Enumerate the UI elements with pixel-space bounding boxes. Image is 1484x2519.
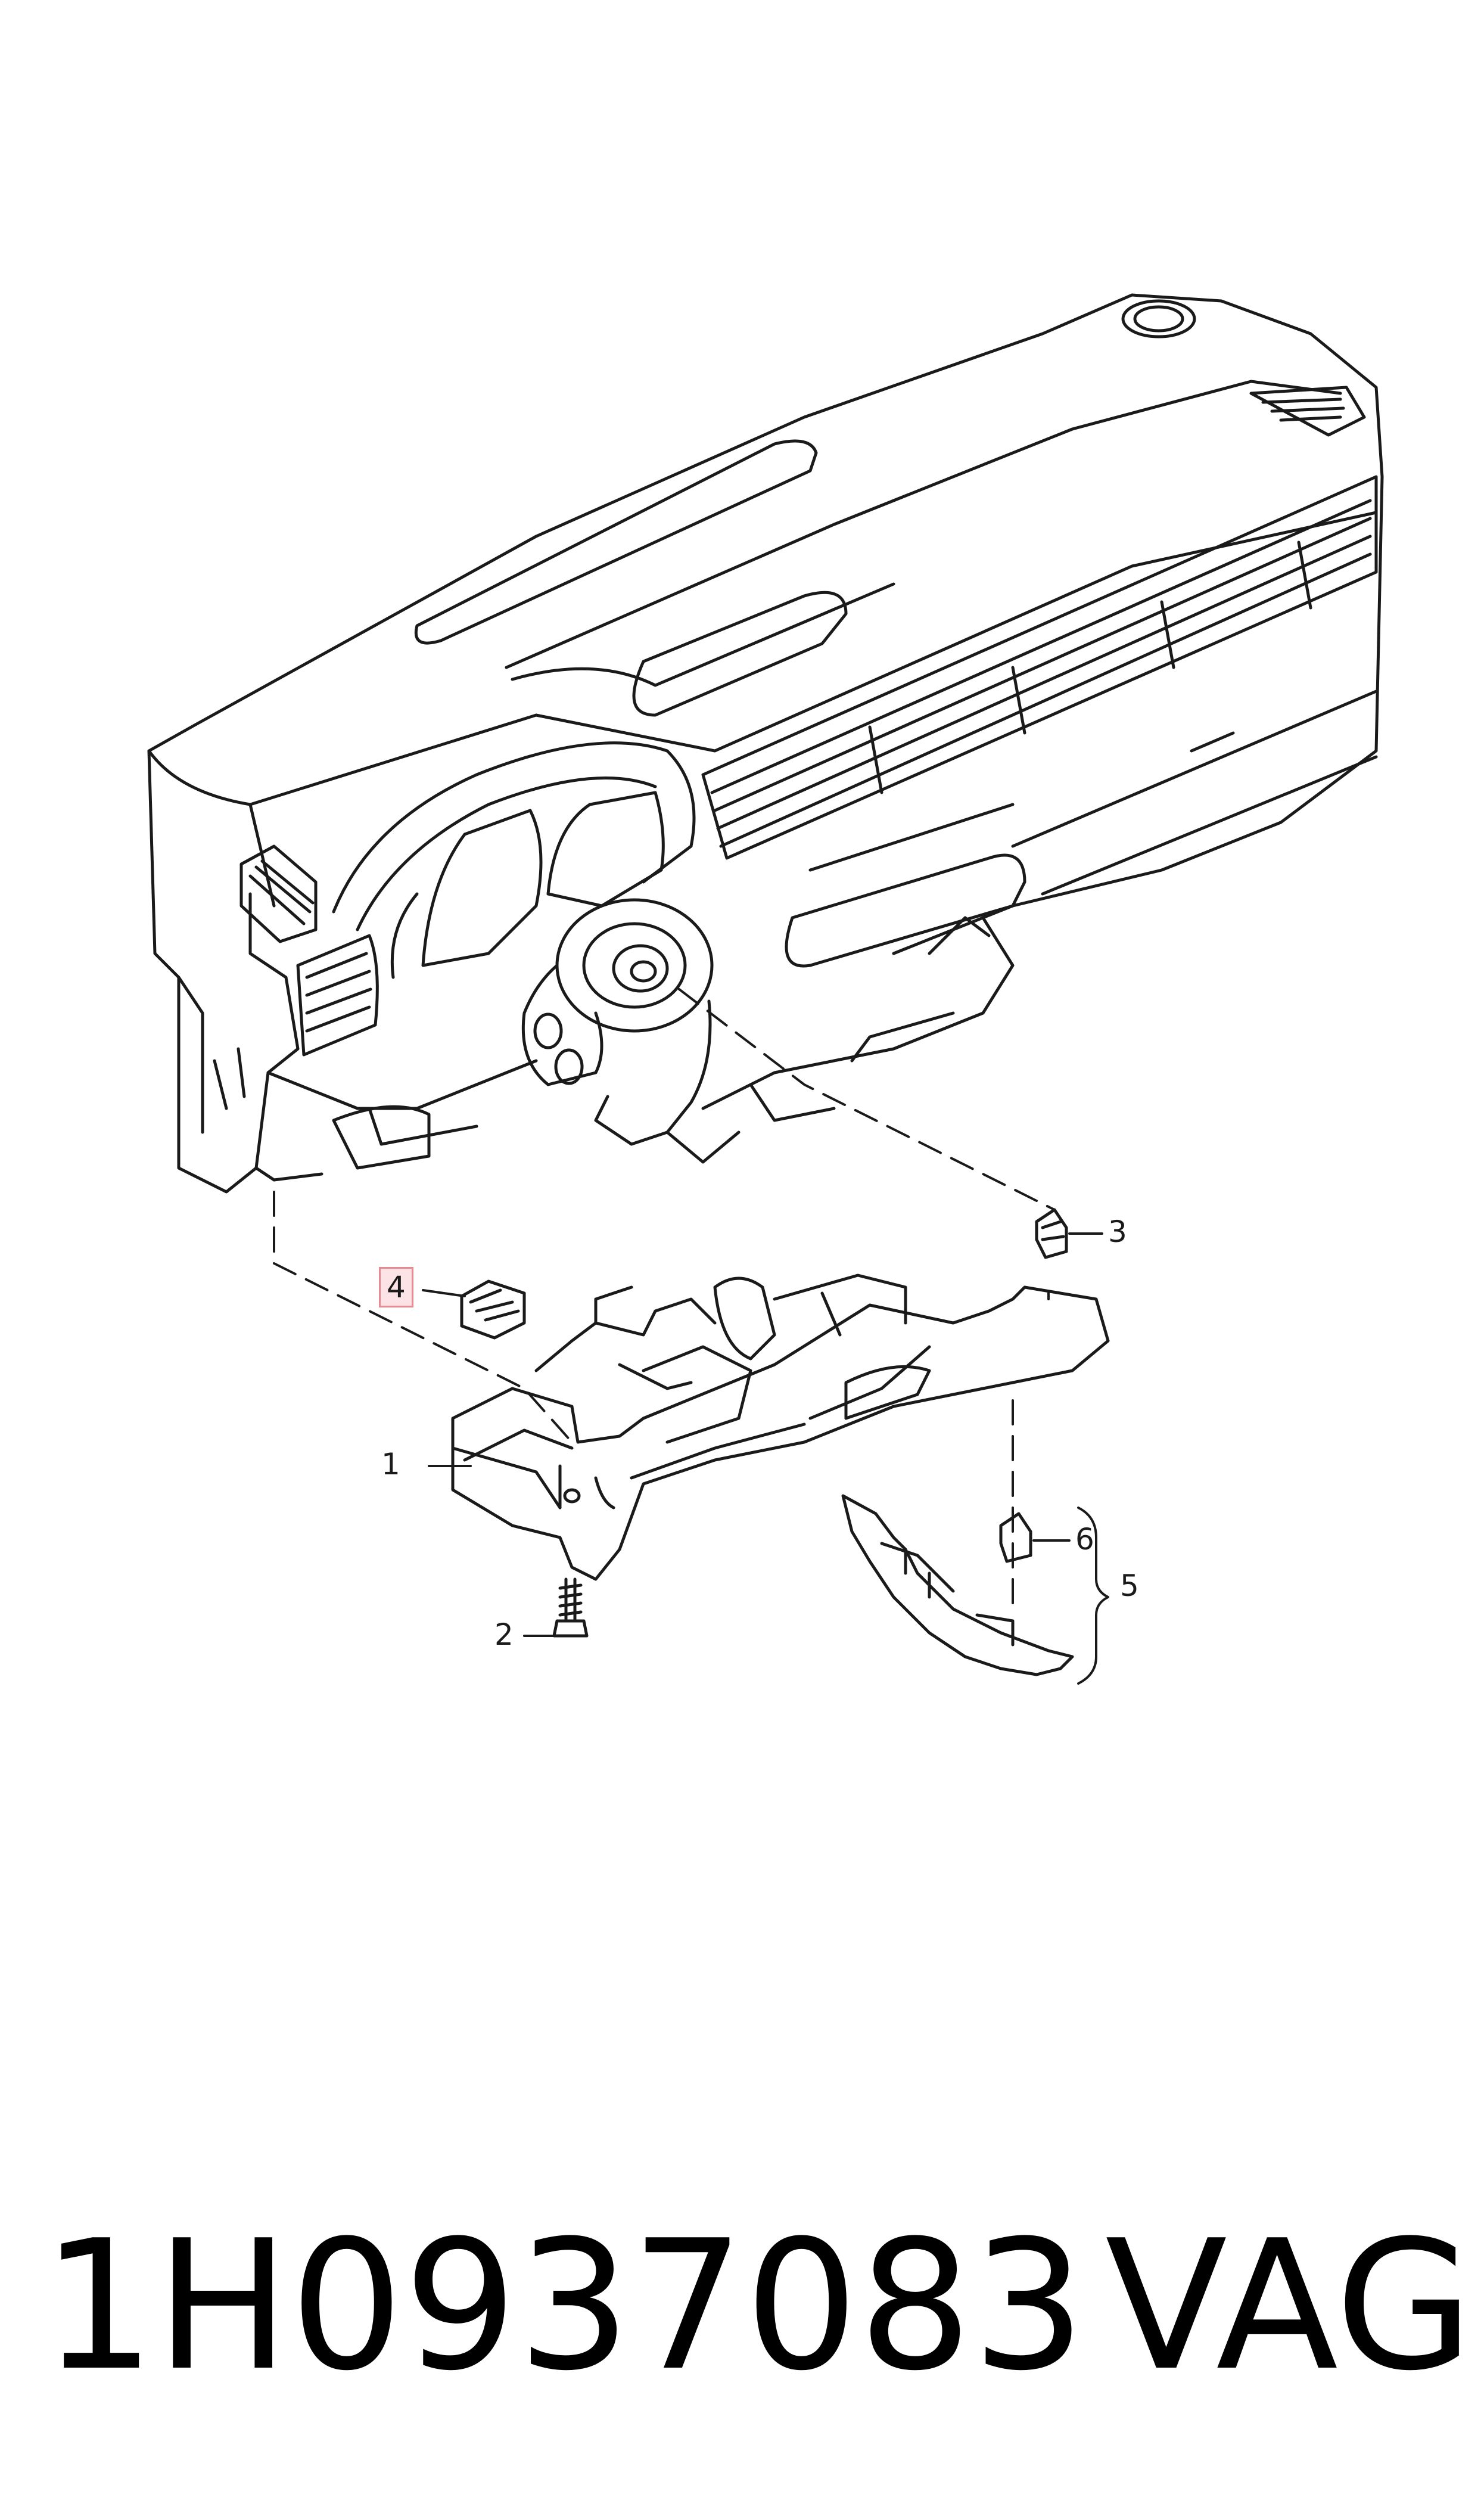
part-1-lower-trim (451, 1274, 1110, 1581)
part-2-bolt (552, 1577, 589, 1638)
callout-4: 4 (379, 1267, 413, 1307)
callout-2: 2 (494, 1617, 514, 1652)
exploded-parts-diagram (147, 293, 1384, 1685)
footer: 1H0937083 VAG (0, 2217, 1484, 2408)
brand-label: VAG (1105, 2202, 1474, 2410)
part-5-cover (841, 1494, 1109, 1685)
dashboard-assembly (147, 293, 1384, 1194)
part-number: 1H0937083 (42, 2202, 1086, 2410)
part-4-clip (460, 1279, 526, 1340)
callout-5: 5 (1120, 1568, 1139, 1603)
callout-1: 1 (381, 1447, 400, 1481)
callout-3: 3 (1108, 1215, 1127, 1249)
part-3-clip (1035, 1208, 1068, 1259)
callout-leaders (422, 1232, 1103, 1637)
callout-6: 6 (1075, 1522, 1094, 1557)
assembly-leader-lines (273, 988, 1056, 1610)
